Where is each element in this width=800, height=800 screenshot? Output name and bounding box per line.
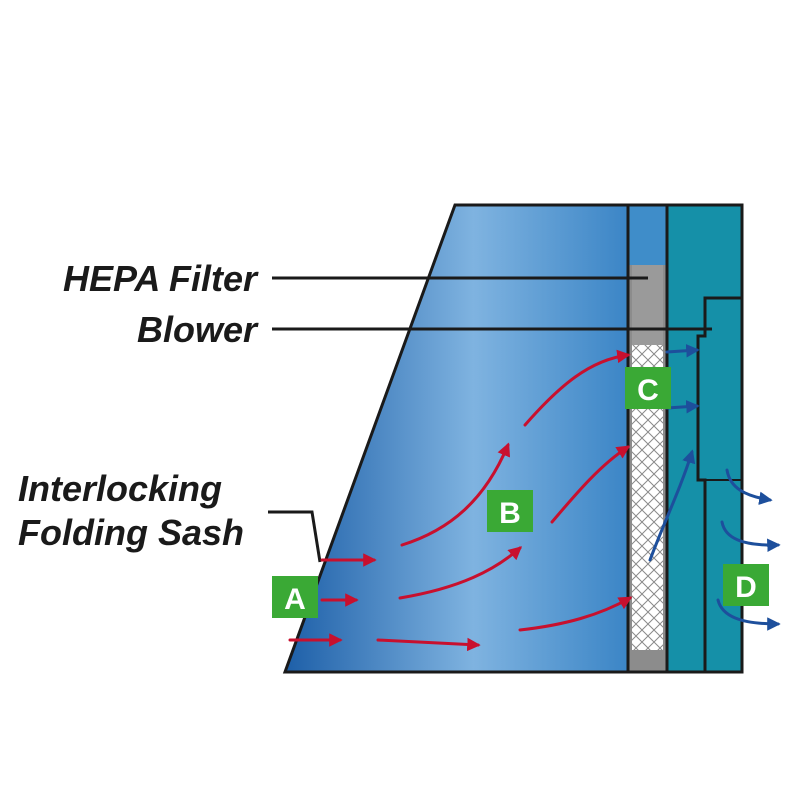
sash-callout-line: [268, 510, 322, 563]
inflow-arrows: [288, 349, 633, 652]
badge-c-letter: C: [637, 374, 659, 407]
badge-d: D: [723, 564, 769, 606]
inflow-arrow: [376, 637, 481, 652]
cabinet-body: [282, 203, 630, 674]
inflow-arrow: [523, 349, 631, 427]
inflow-arrow: [550, 445, 631, 524]
inflow-arrow: [518, 596, 633, 632]
inflow-arrow: [398, 546, 523, 600]
sash-label-line1: Interlocking: [18, 468, 222, 509]
badge-d-letter: D: [735, 571, 757, 604]
badge-b: B: [487, 490, 533, 532]
prefilter-mesh: [632, 345, 663, 367]
badge-c: C: [625, 367, 671, 409]
inflow-arrow: [400, 442, 511, 547]
badge-b-letter: B: [499, 497, 521, 530]
badge-a-letter: A: [284, 583, 306, 616]
hepa-filter-mesh: [632, 408, 663, 650]
sash-label-line2: Folding Sash: [18, 512, 244, 553]
exhaust-arrow: [648, 449, 696, 562]
exhaust-arrow: [665, 343, 700, 358]
hepa-filter-label: HEPA Filter: [63, 258, 259, 299]
exhaust-arrow: [665, 399, 700, 414]
exhaust-arrow: [720, 520, 781, 553]
exhaust-arrows: [648, 343, 781, 631]
badge-a: A: [272, 576, 318, 618]
hepa-column-top: [628, 205, 667, 265]
exhaust-arrow: [725, 468, 773, 505]
blower-label: Blower: [137, 309, 259, 350]
exhaust-arrow: [716, 598, 781, 631]
